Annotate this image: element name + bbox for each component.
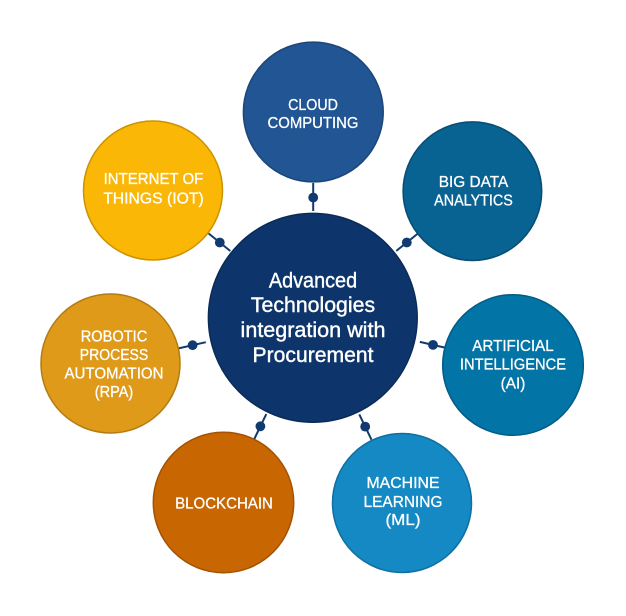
svg-text:INTELLIGENCE: INTELLIGENCE <box>460 357 566 374</box>
svg-text:Procurement: Procurement <box>253 343 374 367</box>
svg-text:COMPUTING: COMPUTING <box>268 115 359 132</box>
svg-text:(RPA): (RPA) <box>95 384 134 401</box>
svg-text:ARTIFICIAL: ARTIFICIAL <box>472 338 553 355</box>
svg-text:AUTOMATION: AUTOMATION <box>65 365 164 382</box>
svg-text:INTERNET OF: INTERNET OF <box>104 171 204 188</box>
svg-text:(ML): (ML) <box>386 512 421 529</box>
svg-text:ANALYTICS: ANALYTICS <box>434 193 513 210</box>
svg-text:ROBOTIC: ROBOTIC <box>81 329 148 346</box>
svg-text:LEARNING: LEARNING <box>364 494 443 511</box>
svg-text:Advanced: Advanced <box>269 268 357 292</box>
svg-text:MACHINE: MACHINE <box>367 475 440 492</box>
svg-text:BIG DATA: BIG DATA <box>439 174 509 191</box>
svg-text:PROCESS: PROCESS <box>80 347 149 364</box>
svg-text:BLOCKCHAIN: BLOCKCHAIN <box>175 495 273 512</box>
svg-text:(AI): (AI) <box>501 375 526 392</box>
svg-text:integration with: integration with <box>241 318 386 342</box>
svg-text:Technologies: Technologies <box>251 293 375 317</box>
svg-text:THINGS (IOT): THINGS (IOT) <box>103 190 204 207</box>
svg-text:CLOUD: CLOUD <box>288 97 338 114</box>
